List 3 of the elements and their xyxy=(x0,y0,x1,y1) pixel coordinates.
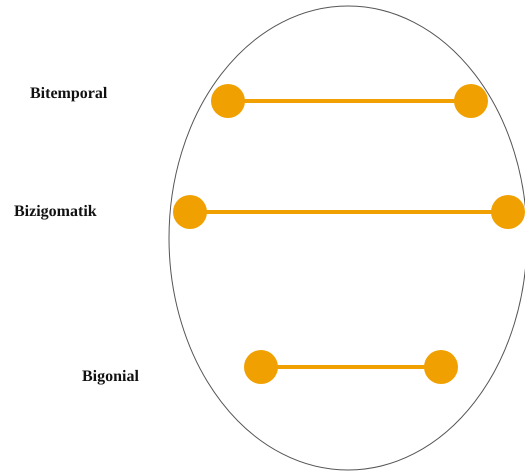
measurement-label: Bigonial xyxy=(82,369,139,385)
measurement-label: Bizigomatik xyxy=(14,204,97,220)
measurement-label: Bitemporal xyxy=(30,86,108,102)
